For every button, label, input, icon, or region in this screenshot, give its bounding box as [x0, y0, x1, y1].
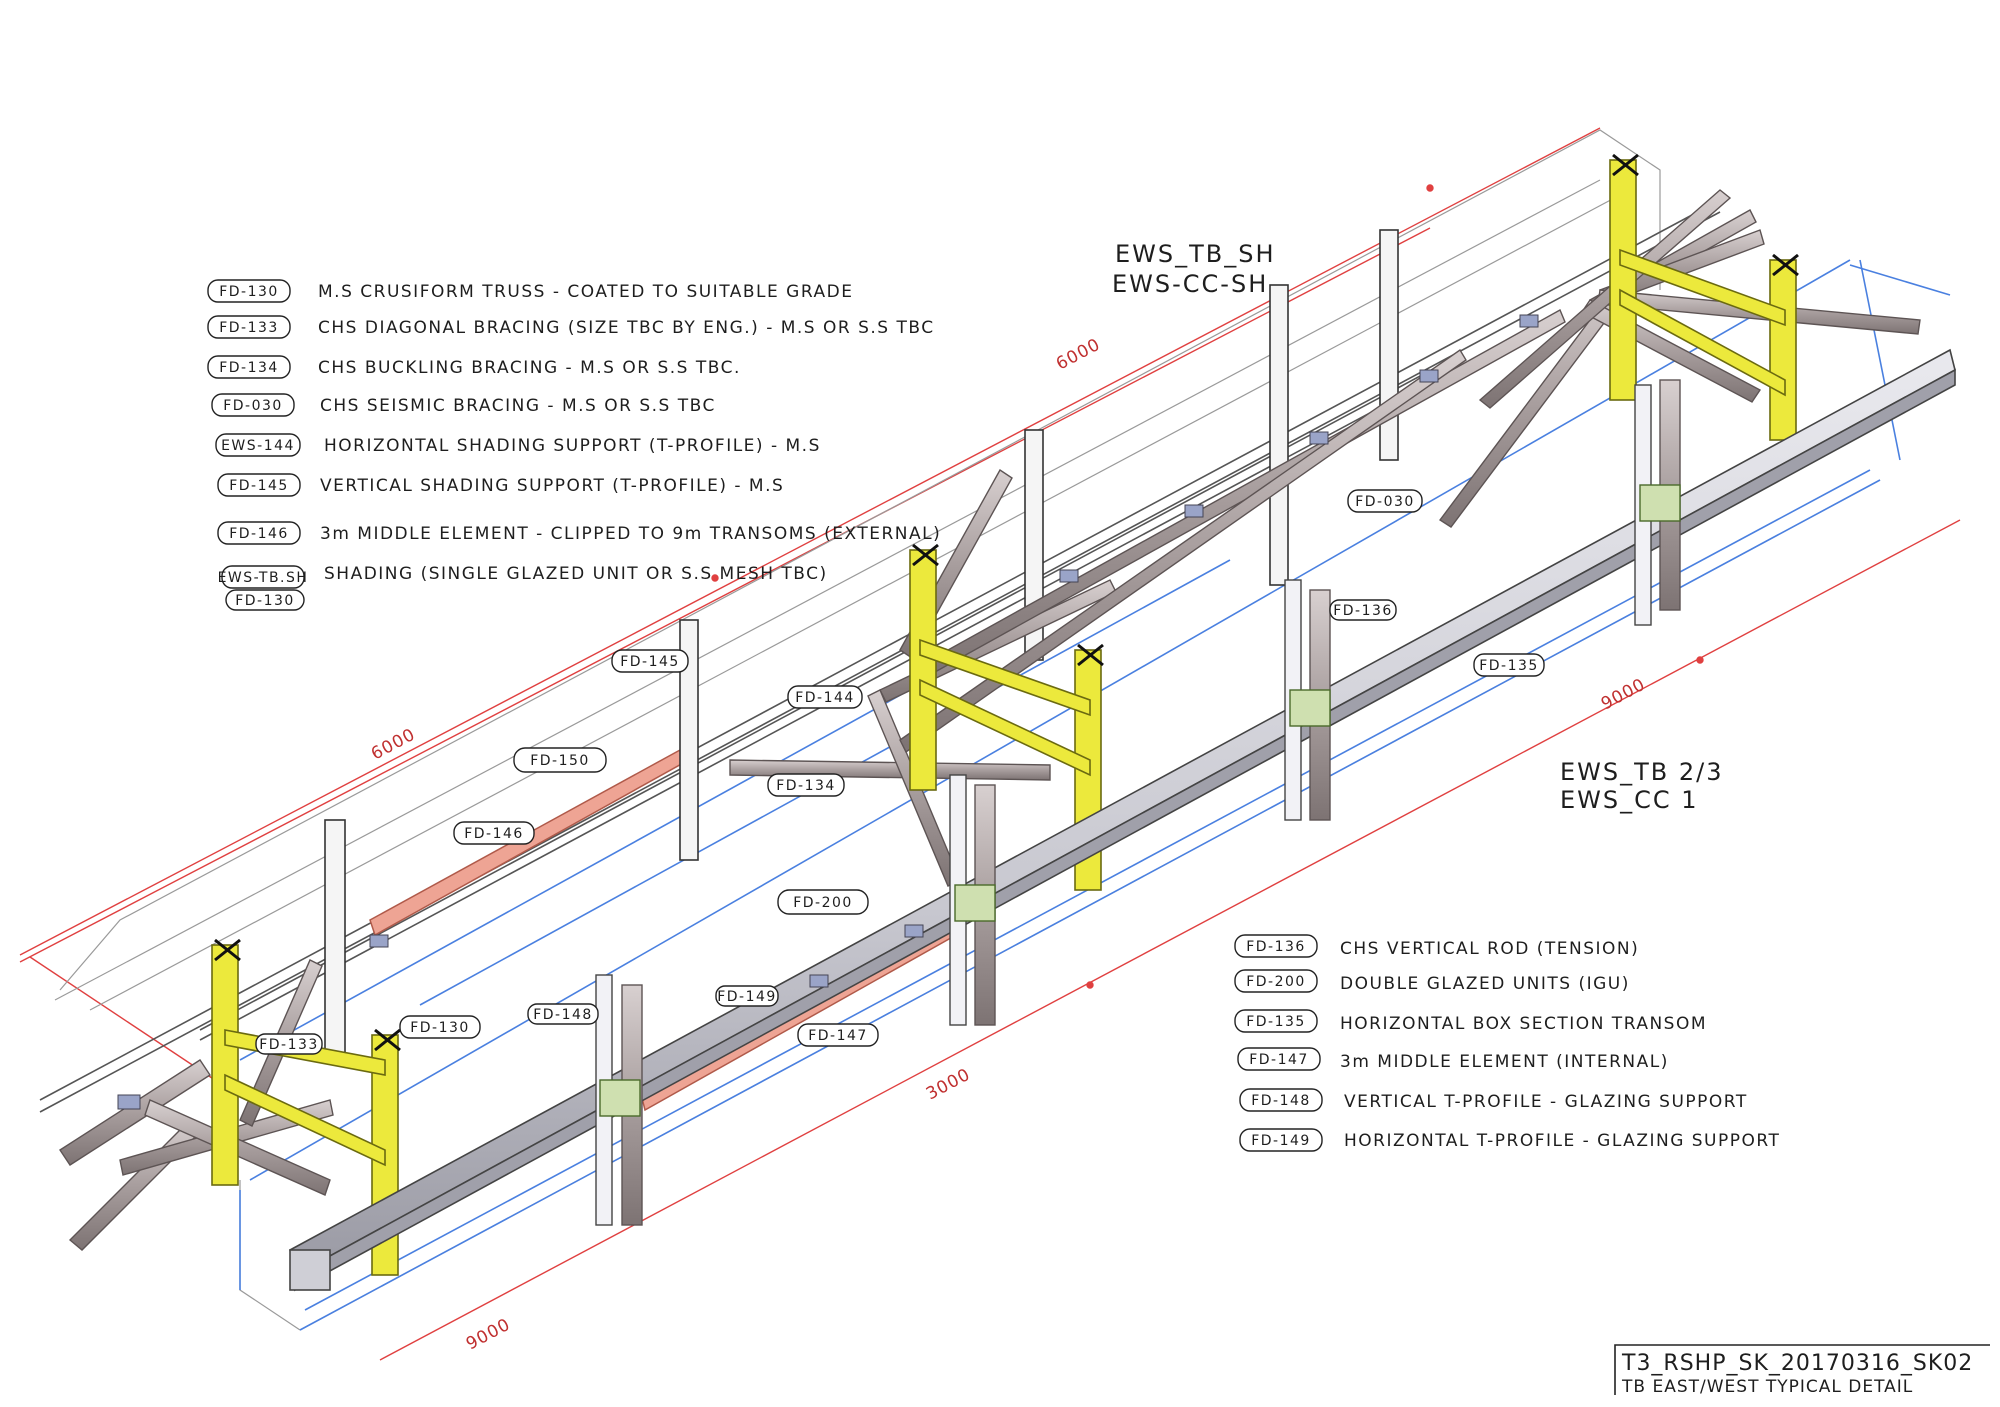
tag-text: FD-144 — [795, 690, 855, 706]
tag-text: FD-030 — [1355, 494, 1415, 510]
tag-text: FD-130 — [410, 1020, 470, 1036]
dim-bottom-mid: 3000 — [923, 1065, 974, 1105]
legend-code: FD-146 — [229, 526, 289, 542]
legend-item: EWS-144 HORIZONTAL SHADING SUPPORT (T-PR… — [215, 433, 821, 457]
dim-right-long: 9000 — [1598, 675, 1649, 715]
legend-code: FD-030 — [223, 398, 283, 414]
tag-text: FD-200 — [793, 895, 853, 911]
drawing-number: T3_RSHP_SK_20170316_SK02 — [1621, 1351, 1973, 1376]
zone-label-mid-1: EWS_TB 2/3 — [1560, 758, 1724, 786]
tag-fd-030: FD-030 — [1347, 489, 1423, 513]
legend-right: FD-136 CHS VERTICAL ROD (TENSION) FD-200… — [1234, 934, 1780, 1152]
legend-code: FD-145 — [229, 478, 289, 494]
legend-item: FD-136 CHS VERTICAL ROD (TENSION) — [1234, 934, 1639, 959]
legend-description: HORIZONTAL SHADING SUPPORT (T-PROFILE) -… — [324, 436, 821, 456]
tag-text: FD-136 — [1333, 603, 1393, 619]
tag-fd-150: FD-150 — [513, 747, 607, 773]
legend-description: 3m MIDDLE ELEMENT (INTERNAL) — [1340, 1052, 1669, 1072]
tag-fd-146: FD-146 — [453, 821, 535, 845]
tag-text: FD-150 — [530, 753, 590, 769]
zone-label-top-1: EWS_TB_SH — [1115, 240, 1276, 268]
legend-item: FD-149 HORIZONTAL T-PROFILE - GLAZING SU… — [1239, 1128, 1780, 1152]
tag-fd-149: FD-149 — [715, 985, 779, 1007]
dim-top-long: 6000 — [1053, 335, 1104, 375]
tag-text: FD-135 — [1479, 658, 1539, 674]
legend-item: FD-130 M.S CRUSIFORM TRUSS - COATED TO S… — [207, 279, 853, 303]
legend-description: M.S CRUSIFORM TRUSS - COATED TO SUITABLE… — [318, 282, 853, 302]
tag-fd-133: FD-133 — [255, 1033, 323, 1055]
legend-code: FD-148 — [1251, 1093, 1311, 1109]
tag-text: FD-146 — [464, 826, 524, 842]
legend-code: FD-200 — [1246, 974, 1306, 990]
tag-fd-147: FD-147 — [797, 1023, 879, 1047]
legend-description: VERTICAL T-PROFILE - GLAZING SUPPORT — [1344, 1092, 1748, 1112]
legend-left: FD-130 M.S CRUSIFORM TRUSS - COATED TO S… — [207, 279, 941, 611]
legend-code: FD-147 — [1249, 1052, 1309, 1068]
legend-description: VERTICAL SHADING SUPPORT (T-PROFILE) - M… — [320, 476, 784, 496]
zone-label-top-2: EWS-CC-SH — [1112, 270, 1268, 298]
title-block: T3_RSHP_SK_20170316_SK02 TB EAST/WEST TY… — [1614, 1344, 1990, 1397]
dim-bottom-left: 9000 — [463, 1315, 514, 1355]
legend-description: HORIZONTAL T-PROFILE - GLAZING SUPPORT — [1344, 1131, 1780, 1151]
legend-item: FD-030 CHS SEISMIC BRACING - M.S OR S.S … — [211, 393, 716, 417]
legend-item: FD-147 3m MIDDLE ELEMENT (INTERNAL) — [1237, 1047, 1669, 1072]
upper-vertical-posts — [324, 229, 1399, 1061]
tag-text: FD-149 — [717, 989, 777, 1005]
legend-code: EWS-TB.SH — [218, 570, 309, 586]
legend-description: 3m MIDDLE ELEMENT - CLIPPED TO 9m TRANSO… — [320, 524, 941, 544]
legend-description: DOUBLE GLAZED UNITS (IGU) — [1340, 974, 1630, 994]
tag-fd-136: FD-136 — [1329, 599, 1397, 621]
dimension-lines — [19, 127, 1961, 1361]
legend-item: FD-133 CHS DIAGONAL BRACING (SIZE TBC BY… — [207, 315, 935, 339]
legend-description: CHS DIAGONAL BRACING (SIZE TBC BY ENG.) … — [318, 318, 935, 338]
tag-fd-144: FD-144 — [787, 685, 863, 709]
tag-text: FD-134 — [776, 778, 836, 794]
box-section-transom — [289, 348, 1956, 1292]
legend-item: EWS-TB.SH SHADING (SINGLE GLAZED UNIT OR… — [218, 564, 828, 611]
tag-fd-145: FD-145 — [611, 649, 689, 673]
truss-top-marks — [214, 153, 1799, 1052]
zone-labels: EWS_TB_SH EWS-CC-SH EWS_TB 2/3 EWS_CC 1 — [1112, 240, 1724, 814]
drawing-title: TB EAST/WEST TYPICAL DETAIL — [1621, 1377, 1913, 1397]
legend-description: HORIZONTAL BOX SECTION TRANSOM — [1340, 1014, 1707, 1034]
tag-fd-130: FD-130 — [399, 1015, 481, 1039]
zone-label-mid-2: EWS_CC 1 — [1560, 786, 1699, 814]
legend-code: FD-149 — [1251, 1133, 1311, 1149]
glazing-t-profiles — [595, 384, 1652, 1226]
legend-description: CHS BUCKLING BRACING - M.S OR S.S TBC. — [318, 358, 741, 378]
legend-code: FD-136 — [1246, 939, 1306, 955]
tag-fd-135: FD-135 — [1473, 653, 1545, 677]
tag-text: FD-147 — [808, 1028, 868, 1044]
tag-fd-148: FD-148 — [527, 1003, 599, 1025]
legend-code-extra: FD-130 — [235, 593, 295, 609]
legend-code: FD-130 — [219, 284, 279, 300]
tag-text: FD-133 — [259, 1037, 319, 1053]
legend-item: FD-146 3m MIDDLE ELEMENT - CLIPPED TO 9m… — [217, 521, 941, 545]
tag-text: FD-148 — [533, 1007, 593, 1023]
tag-text: FD-145 — [620, 654, 680, 670]
legend-description: SHADING (SINGLE GLAZED UNIT OR S.S MESH … — [324, 564, 828, 584]
legend-item: FD-135 HORIZONTAL BOX SECTION TRANSOM — [1234, 1009, 1707, 1034]
legend-code: FD-135 — [1246, 1014, 1306, 1030]
tag-fd-200: FD-200 — [777, 889, 869, 915]
tag-fd-134: FD-134 — [767, 773, 845, 797]
legend-description: CHS SEISMIC BRACING - M.S OR S.S TBC — [320, 396, 716, 416]
callout-tags: FD-145 FD-144 FD-150 FD-134 FD-146 FD-03… — [255, 489, 1545, 1055]
shading-clips — [117, 314, 1539, 1110]
legend-code: EWS-144 — [221, 438, 295, 454]
legend-item: FD-148 VERTICAL T-PROFILE - GLAZING SUPP… — [1239, 1088, 1748, 1112]
legend-item: FD-134 CHS BUCKLING BRACING - M.S OR S.S… — [207, 355, 741, 379]
legend-code: FD-134 — [219, 360, 279, 376]
node-connectors — [599, 484, 1681, 1117]
legend-description: CHS VERTICAL ROD (TENSION) — [1340, 939, 1639, 959]
legend-item: FD-200 DOUBLE GLAZED UNITS (IGU) — [1234, 969, 1630, 994]
legend-code: FD-133 — [219, 320, 279, 336]
legend-item: FD-145 VERTICAL SHADING SUPPORT (T-PROFI… — [217, 473, 784, 497]
